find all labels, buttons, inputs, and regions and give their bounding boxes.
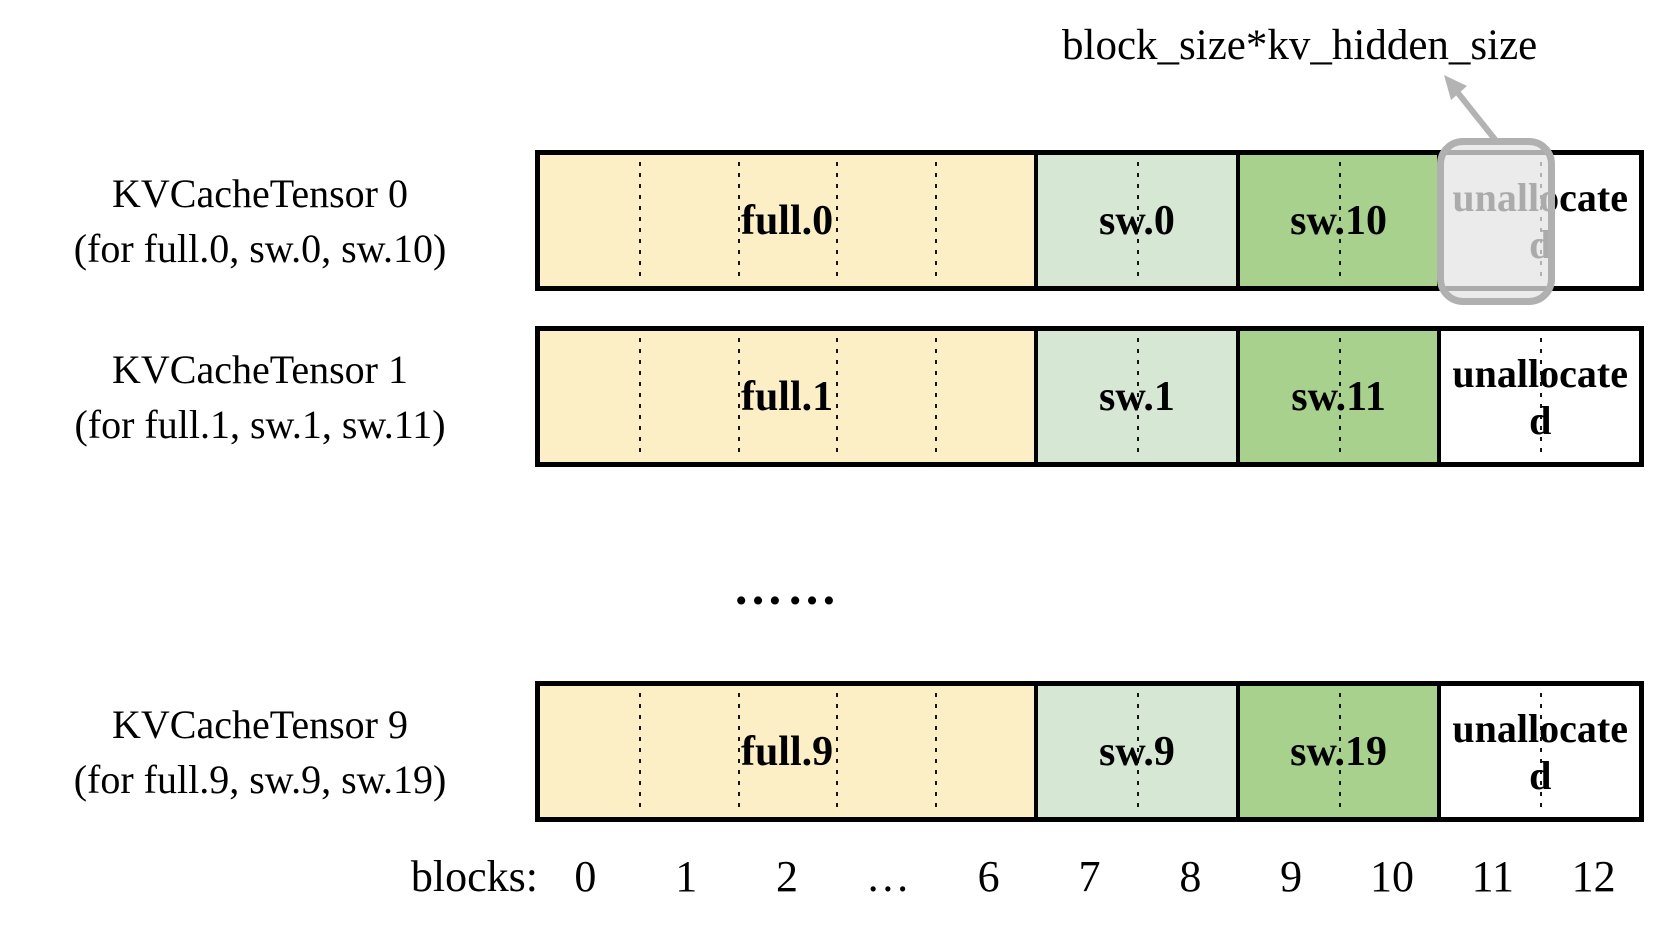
axis-tick: 9	[1280, 852, 1303, 901]
segment-sw-0: sw.0	[1034, 155, 1236, 286]
highlighted-block-outline	[1437, 138, 1555, 305]
axis-tick: 12	[1571, 852, 1616, 901]
segment-full-0: full.0	[540, 155, 1035, 286]
row-label-tensor-9: KVCacheTensor 9 (for full.9, sw.9, sw.19…	[0, 681, 520, 822]
segment-label: sw.9	[1098, 728, 1175, 775]
row-label-tensor-0: KVCacheTensor 0 (for full.0, sw.0, sw.10…	[0, 150, 520, 291]
segment-label: unallocated	[1452, 350, 1628, 443]
axis-tick: 2	[776, 852, 799, 901]
segment-label: sw.10	[1290, 197, 1387, 244]
segment-full-9: full.9	[540, 686, 1035, 817]
row-label-line2: (for full.0, sw.0, sw.10)	[73, 225, 447, 271]
row-label-line2: (for full.9, sw.9, sw.19)	[73, 756, 447, 802]
segment-label: sw.0	[1098, 197, 1175, 244]
segment-label: sw.1	[1098, 373, 1175, 420]
annotation-label: block_size*kv_hidden_size	[1062, 22, 1538, 69]
tensor-bar-1: full.1 sw.1 sw.11 unallocated	[535, 326, 1644, 467]
segment-label: full.1	[740, 373, 834, 420]
segment-unallocated-1: unallocated	[1437, 331, 1640, 462]
row-label-line1: KVCacheTensor 0	[112, 170, 408, 216]
rows-ellipsis: ……	[733, 559, 841, 615]
segment-sw-10: sw.10	[1235, 155, 1438, 286]
segment-label: full.0	[740, 197, 834, 244]
axis-tick: 6	[977, 852, 1000, 901]
axis-caption: blocks:	[410, 852, 538, 901]
segment-label: sw.19	[1290, 728, 1387, 775]
axis-tick: 10	[1369, 852, 1414, 901]
segment-unallocated-9: unallocated	[1437, 686, 1640, 817]
axis-tick: …	[865, 852, 910, 901]
segment-sw-9: sw.9	[1034, 686, 1236, 817]
axis-tick: 7	[1078, 852, 1101, 901]
segment-sw-11: sw.11	[1235, 331, 1438, 462]
segment-label: sw.11	[1291, 373, 1386, 420]
tensor-bar-9: full.9 sw.9 sw.19 unallocated	[535, 681, 1644, 822]
row-label-line2: (for full.1, sw.1, sw.11)	[74, 401, 446, 447]
segment-full-1: full.1	[540, 331, 1035, 462]
row-label-tensor-1: KVCacheTensor 1 (for full.1, sw.1, sw.11…	[0, 326, 520, 467]
segment-label: unallocated	[1452, 705, 1628, 798]
row-label-line1: KVCacheTensor 9	[112, 701, 408, 747]
segment-sw-19: sw.19	[1235, 686, 1438, 817]
segment-label: full.9	[740, 728, 834, 775]
axis-tick: 0	[574, 852, 597, 901]
axis-ticks: 0 1 2 … 6 7 8 9 10 11 12	[535, 848, 1644, 906]
row-label-line1: KVCacheTensor 1	[112, 346, 408, 392]
axis-tick: 11	[1471, 852, 1514, 901]
axis-tick: 1	[675, 852, 698, 901]
segment-sw-1: sw.1	[1034, 331, 1236, 462]
axis-tick: 8	[1179, 852, 1202, 901]
annotation-arrow-icon	[1444, 75, 1500, 144]
